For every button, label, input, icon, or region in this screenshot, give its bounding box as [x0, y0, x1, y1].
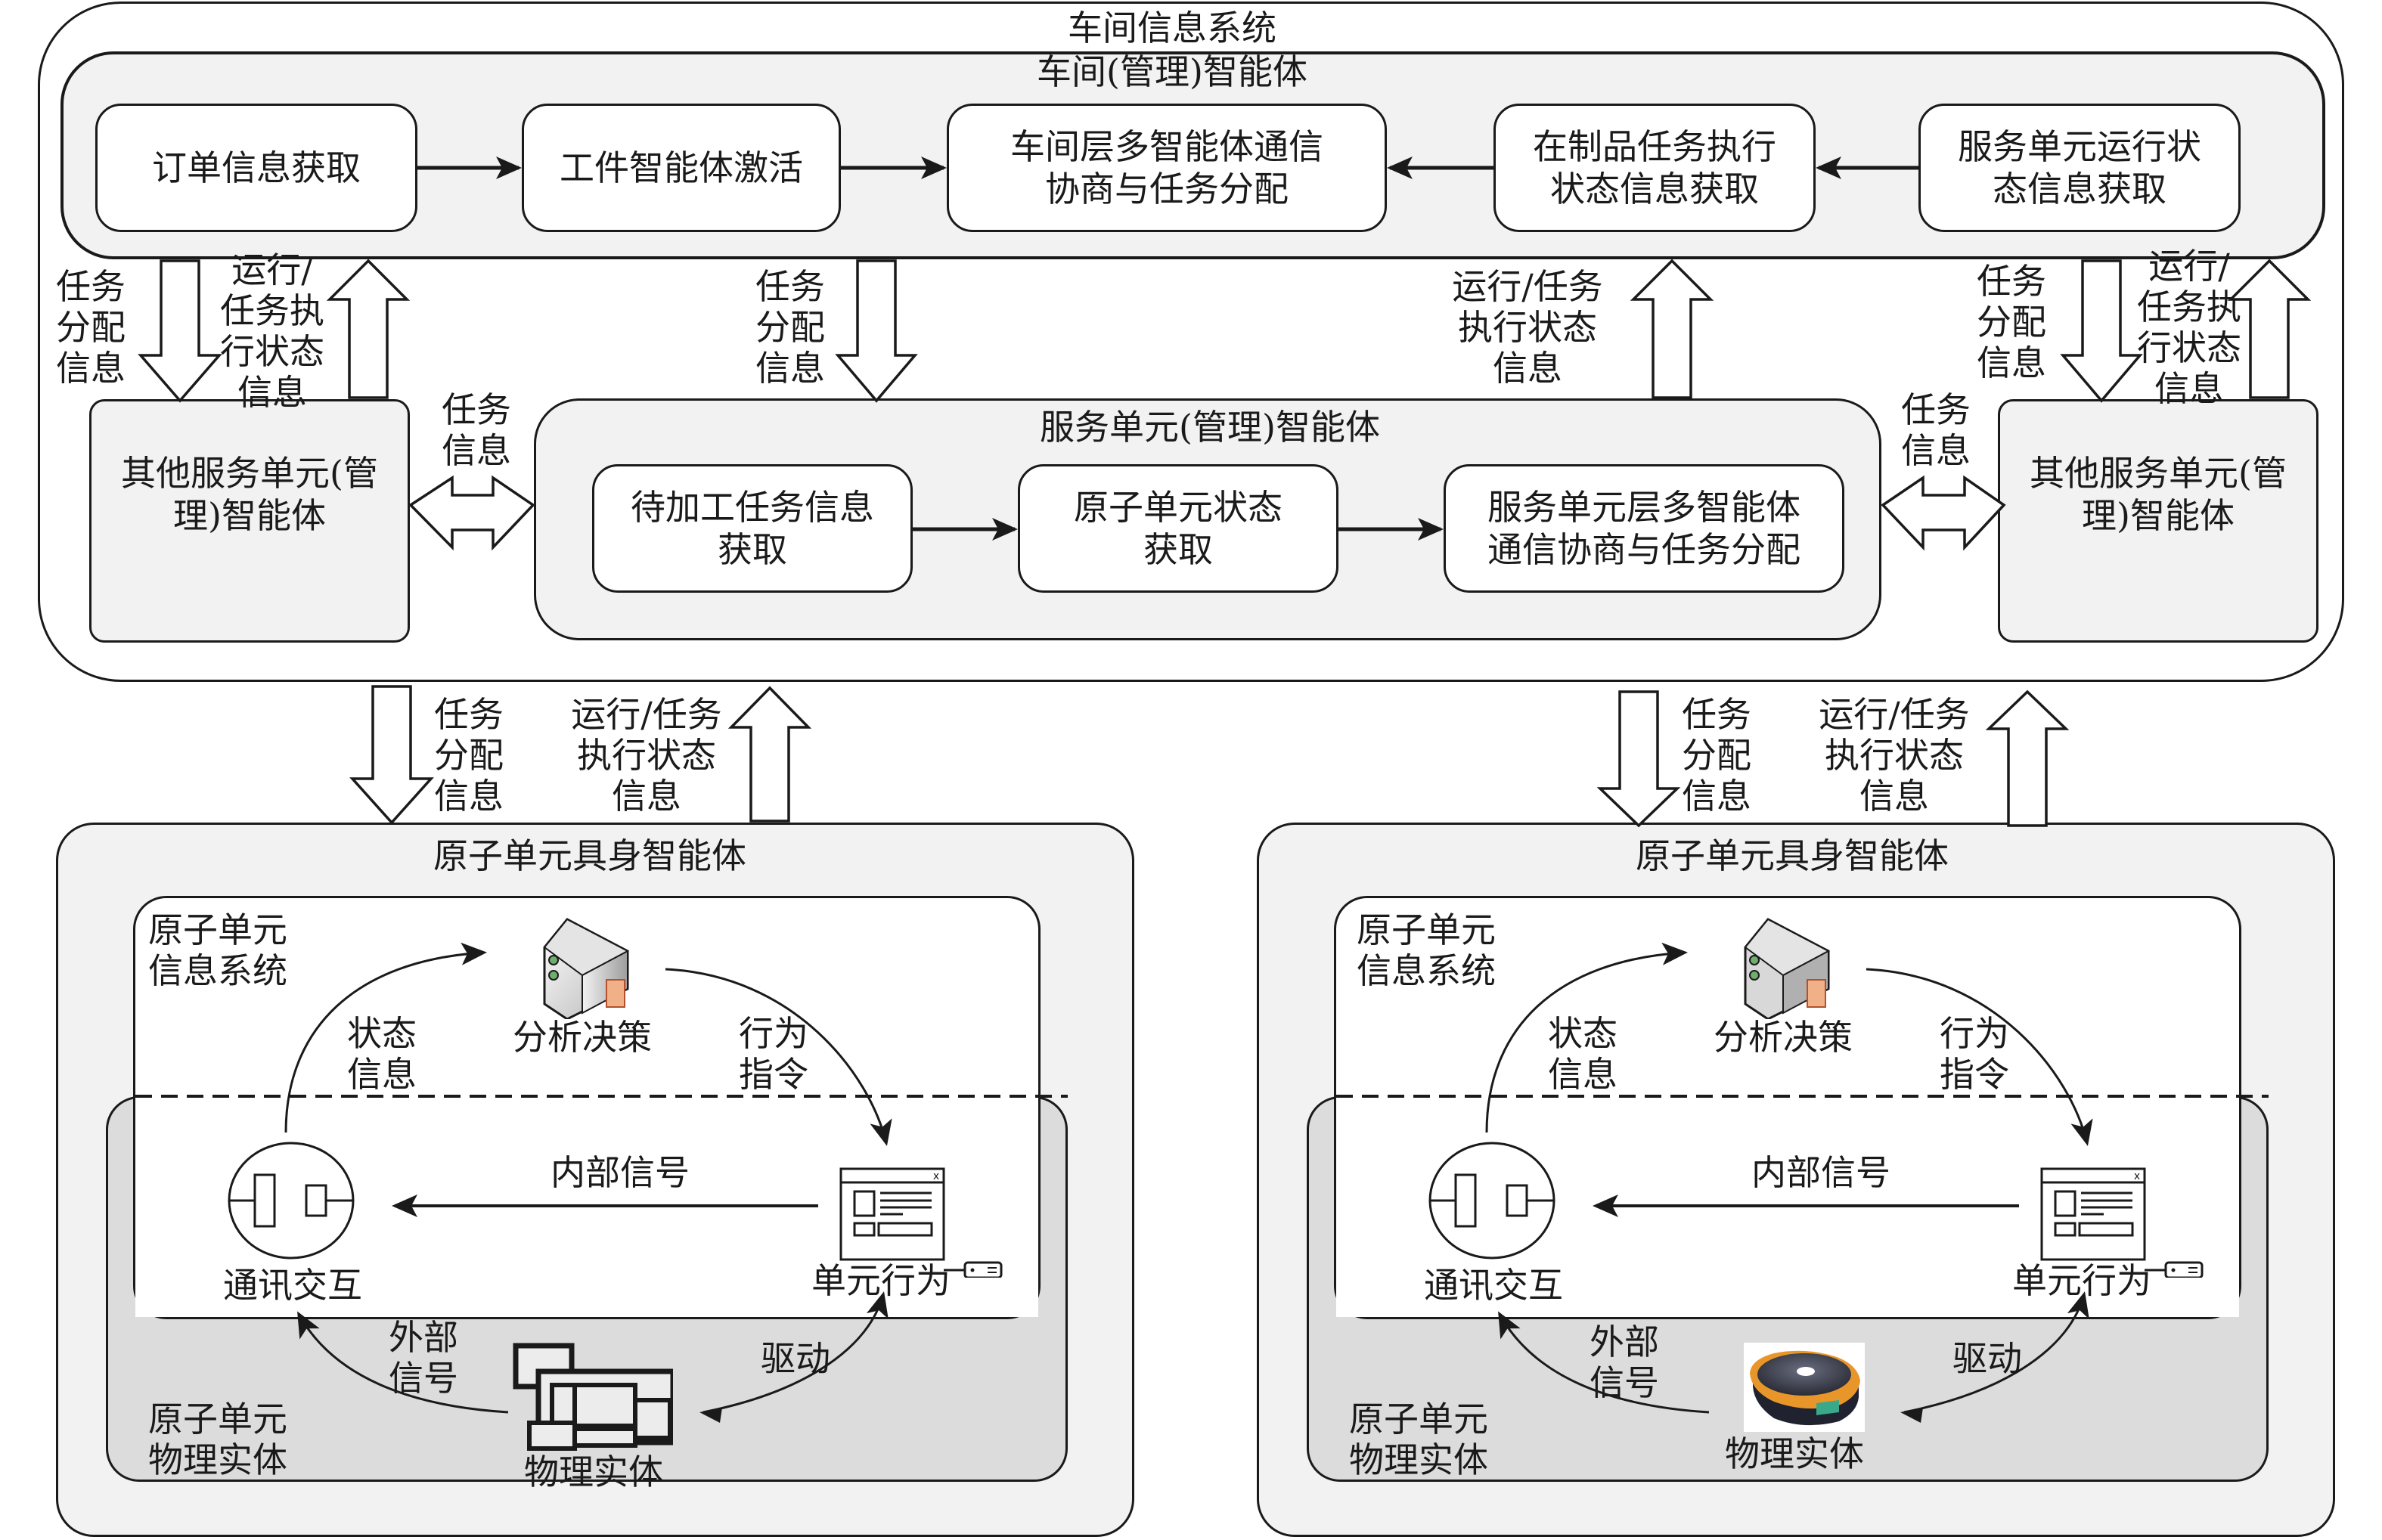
label-task-alloc-right: 任务 分配 信息: [1977, 261, 2046, 383]
atomic-unit-agent-title-right: 原子单元具身智能体: [1636, 835, 1949, 876]
physical-panel-label-right: 原子单元 物理实体: [1349, 1399, 1488, 1480]
step-atomic-status[interactable]: 原子单元状态 获取: [1018, 464, 1338, 593]
behavior-cmd-label-left: 行为 指令: [739, 1013, 808, 1095]
physical-entity-label-right: 物理实体: [1725, 1433, 1864, 1474]
step-service-negotiation[interactable]: 服务单元层多智能体 通信协商与任务分配: [1444, 464, 1844, 593]
label-run-status-left: 运行/ 任务执 行状态 信息: [220, 249, 324, 413]
drive-label-left: 驱动: [761, 1338, 830, 1379]
label-task-alloc-down-right: 任务 分配 信息: [1682, 694, 1751, 816]
label-task-info-left: 任务 信息: [442, 389, 511, 471]
external-signal-label-left: 外部 信号: [389, 1317, 458, 1399]
step-pending-task[interactable]: 待加工任务信息 获取: [592, 464, 913, 593]
communication-icon: [1428, 1142, 1555, 1260]
step-service-status[interactable]: 服务单元运行状 态信息获取: [1918, 104, 2241, 232]
state-info-label-right: 状态 信息: [1548, 1013, 1617, 1095]
server-icon: [1744, 918, 1831, 1019]
label-task-alloc-mid: 任务 分配 信息: [755, 266, 825, 389]
unit-behavior-window-icon: x: [2040, 1167, 2204, 1278]
label-run-status-mid: 运行/任务 执行状态 信息: [1452, 266, 1603, 389]
analysis-label-left: 分析决策: [513, 1017, 652, 1058]
label-run-status-up-left: 运行/任务 执行状态 信息: [571, 694, 722, 816]
label-task-alloc-down-left: 任务 分配 信息: [434, 694, 504, 816]
label-task-alloc-left: 任务 分配 信息: [56, 266, 126, 389]
workshop-info-system-title: 车间信息系统: [1068, 8, 1276, 48]
atomic-unit-agent-title-left: 原子单元具身智能体: [433, 835, 746, 876]
info-system-label-left: 原子单元 信息系统: [148, 909, 287, 991]
service-unit-agent-title: 服务单元(管理)智能体: [1040, 407, 1380, 448]
label-run-status-right: 运行/ 任务执 行状态 信息: [2137, 246, 2241, 409]
behavior-cmd-label-right: 行为 指令: [1940, 1013, 2009, 1095]
label-task-info-right: 任务 信息: [1901, 389, 1971, 471]
state-info-label-left: 状态 信息: [347, 1013, 417, 1095]
machine-tool-icon: [513, 1343, 673, 1451]
step-workpiece-activate[interactable]: 工件智能体激活: [522, 104, 841, 232]
label-run-status-up-right: 运行/任务 执行状态 信息: [1819, 694, 1970, 816]
other-service-agent-right[interactable]: 其他服务单元(管 理)智能体: [1998, 399, 2318, 643]
analysis-label-right: 分析决策: [1714, 1017, 1853, 1058]
drive-label-right: 驱动: [1952, 1338, 2022, 1379]
step-wip-status[interactable]: 在制品任务执行 状态信息获取: [1493, 104, 1816, 232]
external-signal-label-right: 外部 信号: [1590, 1322, 1659, 1403]
unit-behavior-window-icon: x: [839, 1167, 1003, 1278]
internal-signal-label-left: 内部信号: [551, 1152, 690, 1193]
step-workshop-negotiation[interactable]: 车间层多智能体通信 协商与任务分配: [947, 104, 1387, 232]
comm-label-left: 通讯交互: [223, 1265, 362, 1306]
svg-text:x: x: [933, 1170, 939, 1182]
other-service-agent-left[interactable]: 其他服务单元(管 理)智能体: [89, 399, 410, 643]
unit-behavior-label-left: 单元行为: [811, 1260, 951, 1301]
physical-panel-label-left: 原子单元 物理实体: [148, 1399, 287, 1480]
server-icon: [543, 918, 630, 1019]
info-system-label-right: 原子单元 信息系统: [1357, 909, 1496, 991]
communication-icon: [228, 1142, 355, 1260]
comm-label-right: 通讯交互: [1424, 1265, 1563, 1306]
unit-behavior-label-right: 单元行为: [2012, 1260, 2151, 1301]
svg-text:x: x: [2134, 1170, 2140, 1182]
workshop-agent-title: 车间(管理)智能体: [1037, 51, 1307, 92]
physical-entity-label-left: 物理实体: [524, 1452, 663, 1492]
agv-robot-icon: [1744, 1343, 1865, 1432]
internal-signal-label-right: 内部信号: [1751, 1152, 1890, 1193]
step-order-info[interactable]: 订单信息获取: [95, 104, 417, 232]
